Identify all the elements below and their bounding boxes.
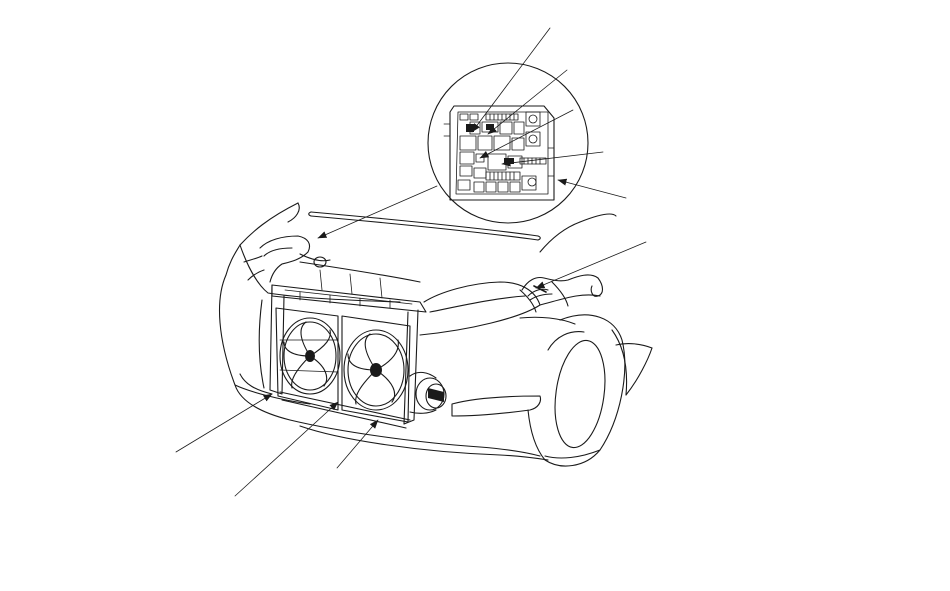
callout-leaders bbox=[175, 27, 647, 497]
leader-line-5 bbox=[557, 178, 627, 199]
hood-seal-strip bbox=[308, 211, 541, 241]
leader-line-4 bbox=[501, 151, 604, 167]
leader-line-8 bbox=[175, 393, 273, 453]
leader-line-10 bbox=[336, 419, 379, 469]
leader-line-6 bbox=[317, 185, 438, 239]
leader-line-7 bbox=[535, 241, 647, 289]
left-cooling-fan bbox=[279, 317, 341, 395]
leader-line-2 bbox=[487, 69, 568, 135]
leader-line-9 bbox=[234, 401, 339, 497]
fuse-box-inset bbox=[427, 62, 589, 224]
engine-components bbox=[243, 235, 604, 414]
right-cooling-fan bbox=[343, 329, 409, 411]
leader-line-1 bbox=[471, 27, 551, 133]
leader-line-3 bbox=[479, 109, 574, 159]
car-body bbox=[219, 202, 653, 461]
front-wheel bbox=[527, 314, 626, 467]
